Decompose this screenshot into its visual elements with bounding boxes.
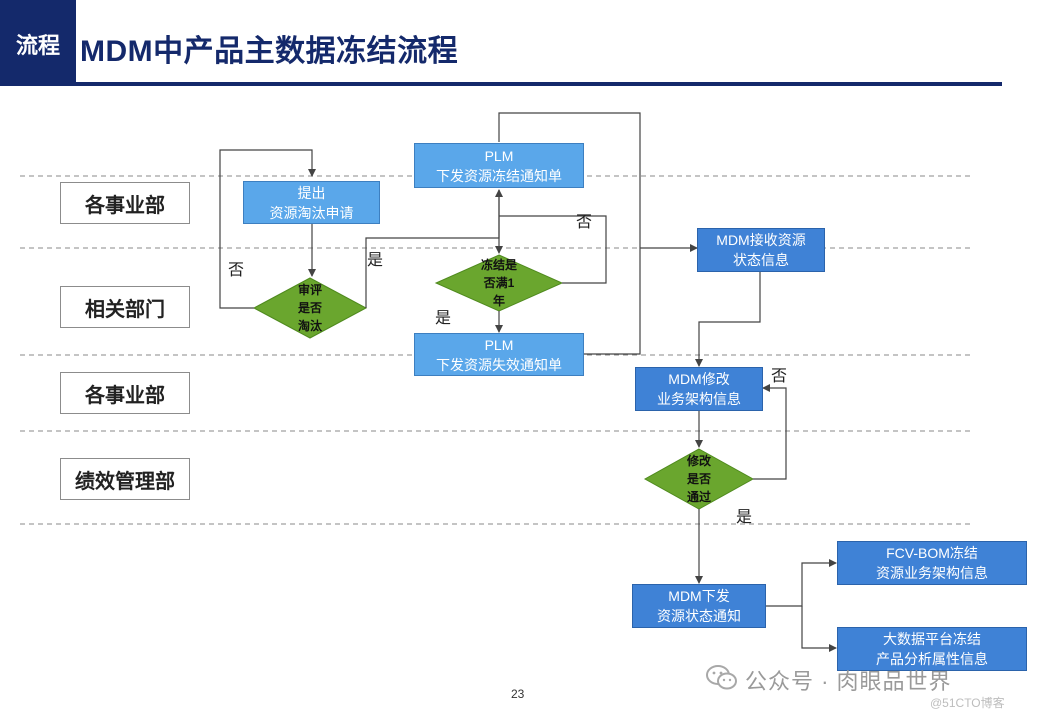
node-bigdata-line2: 产品分析属性信息 (876, 651, 988, 667)
node-fcv-bom-line2: 资源业务架构信息 (876, 565, 988, 581)
node-submit-line1: 提出 (297, 184, 326, 201)
node-mdm-receive: MDM接收资源 状态信息 (697, 228, 825, 272)
page-number: 23 (511, 687, 525, 701)
node-mdm-issue-line1: MDM下发 (668, 588, 730, 604)
node-mdm-issue: MDM下发 资源状态通知 (632, 584, 766, 628)
node-plm-freeze: PLM 下发资源冻结通知单 (414, 143, 584, 188)
node-plm-invalid-line2: 下发资源失效通知单 (436, 356, 562, 373)
node-submit: 提出 资源淘汰申请 (243, 181, 380, 224)
decision-frozen-line2: 否满1 (483, 276, 515, 290)
lane-label-3: 各事业部 (60, 372, 190, 414)
decision-review-shape (252, 277, 368, 339)
decision-review-line3: 淘汰 (297, 319, 322, 333)
decision-frozen-line1: 冻结是 (480, 258, 517, 272)
node-submit-line2: 资源淘汰申请 (269, 204, 354, 221)
decision-frozen: 冻结是 否满1 年 (476, 256, 522, 310)
node-bigdata-line1: 大数据平台冻结 (883, 631, 981, 647)
node-mdm-receive-line1: MDM接收资源 (716, 232, 806, 248)
decision-modify-line2: 是否 (686, 472, 711, 486)
node-plm-invalid: PLM 下发资源失效通知单 (414, 333, 584, 376)
watermark-sub: @51CTO博客 (930, 696, 1005, 710)
edge-frozen-no (499, 215, 607, 284)
decision-review-line1: 审评 (297, 283, 322, 297)
lane-label-1: 各事业部 (60, 182, 190, 224)
edge-review-no (219, 149, 316, 309)
lane-label-2: 相关部门 (60, 286, 190, 328)
wechat-icon (706, 665, 737, 690)
node-mdm-modify-line1: MDM修改 (668, 371, 730, 387)
node-bigdata: 大数据平台冻结 产品分析属性信息 (837, 627, 1027, 671)
lane-label-4: 绩效管理部 (60, 458, 190, 500)
header-rule (0, 82, 1002, 86)
label-frozen-yes: 是 (435, 310, 452, 327)
decision-review-line2: 是否 (297, 301, 322, 315)
node-plm-freeze-line1: PLM (484, 147, 514, 164)
node-mdm-modify-line2: 业务架构信息 (657, 391, 741, 407)
edge-loop-right (498, 112, 641, 355)
edge-to-fcv (766, 559, 837, 607)
page-title: MDM中产品主数据冻结流程 (80, 35, 459, 68)
node-mdm-receive-line2: 状态信息 (733, 252, 789, 268)
header-tag: 流程 (0, 0, 76, 84)
decision-modify: 修改 是否 通过 (679, 452, 719, 506)
decision-modify-line1: 修改 (686, 454, 711, 468)
label-modify-yes: 是 (736, 509, 753, 526)
label-review-no: 否 (228, 262, 245, 279)
watermark: 公众号 · 肉眼品世界 (745, 669, 952, 694)
edge-receive-modify (695, 272, 761, 367)
label-review-yes: 是 (367, 252, 384, 269)
decision-frozen-line3: 年 (492, 294, 505, 308)
node-fcv-bom-line1: FCV-BOM冻结 (886, 545, 978, 561)
decision-modify-line3: 通过 (686, 490, 711, 504)
node-mdm-modify: MDM修改 业务架构信息 (635, 367, 763, 411)
node-plm-invalid-line1: PLM (484, 336, 514, 353)
node-plm-freeze-line2: 下发资源冻结通知单 (436, 167, 562, 184)
label-frozen-no: 否 (576, 214, 593, 231)
decision-review: 审评 是否 淘汰 (290, 281, 330, 335)
node-mdm-issue-line2: 资源状态通知 (657, 608, 741, 624)
label-modify-no: 否 (771, 368, 788, 385)
node-fcv-bom: FCV-BOM冻结 资源业务架构信息 (837, 541, 1027, 585)
edge-to-bigdata (801, 606, 837, 652)
edge-modify-no (753, 384, 787, 480)
